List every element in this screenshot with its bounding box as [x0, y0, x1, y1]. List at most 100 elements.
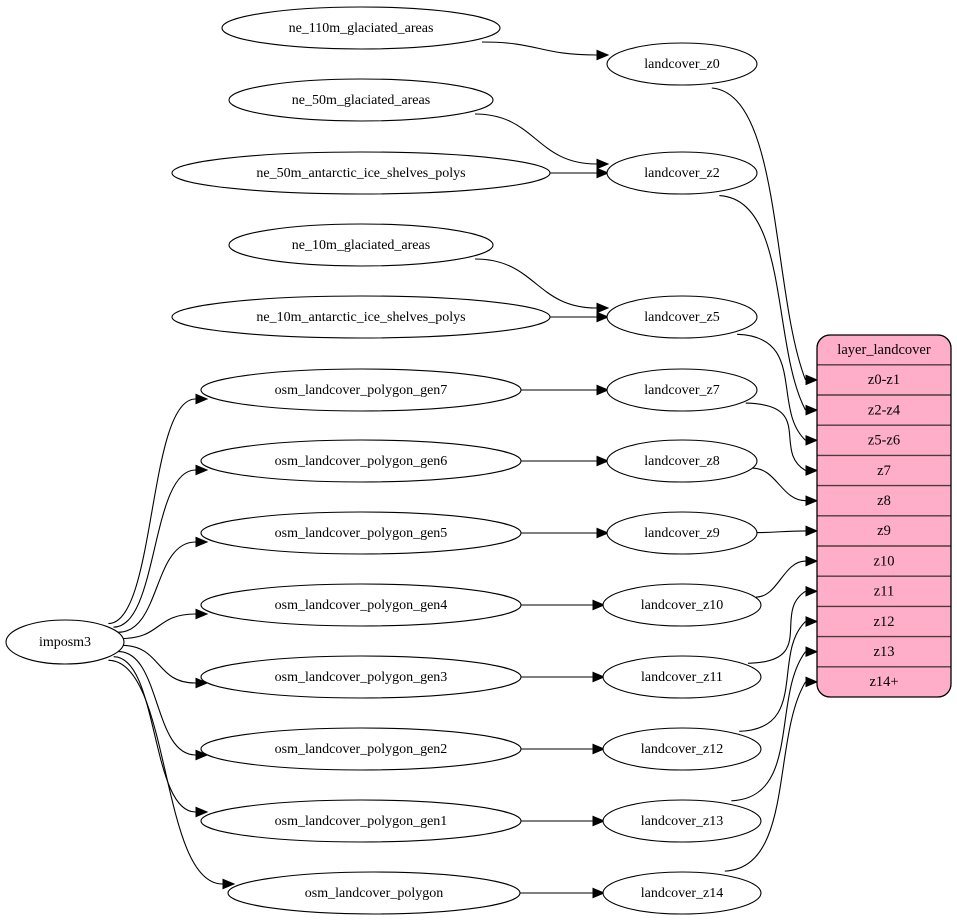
edge-arrowhead	[592, 743, 606, 755]
edge-imposm3-to-osm_landcover_polygon_gen7	[108, 398, 196, 625]
input-node-ellipse[interactable]	[228, 78, 494, 122]
edge-imposm3-to-osm_landcover_polygon_gen6	[113, 469, 196, 628]
node-label: landcover_z11	[641, 670, 723, 685]
input-node-ellipse[interactable]	[227, 871, 521, 915]
input-node-ellipse[interactable]	[200, 655, 522, 699]
table-row-label: z5-z6	[868, 433, 900, 449]
node-ne_10m_antarctic_ice_shelves_polys[interactable]: ne_10m_antarctic_ice_shelves_polys	[171, 295, 551, 339]
node-landcover_z0[interactable]: landcover_z0	[606, 42, 758, 86]
edge-arrowhead	[805, 465, 819, 476]
edge-arrowhead	[592, 815, 606, 827]
node-ne_50m_antarctic_ice_shelves_polys[interactable]: ne_50m_antarctic_ice_shelves_polys	[171, 151, 551, 195]
edge-arrowhead	[596, 302, 610, 314]
edge-arrowhead	[596, 49, 610, 61]
input-node-ellipse[interactable]	[228, 223, 494, 267]
edge-arrowhead	[805, 585, 819, 597]
node-osm_landcover_polygon_gen1[interactable]: osm_landcover_polygon_gen1	[200, 799, 522, 843]
layer-node-ellipse[interactable]	[602, 583, 762, 627]
node-landcover_z10[interactable]: landcover_z10	[602, 583, 762, 627]
table-row-label: z14+	[869, 674, 898, 690]
edge-landcover_z9-to-table-row-5	[755, 530, 806, 534]
node-label: osm_landcover_polygon_gen3	[275, 670, 448, 685]
table-row-label: z12	[874, 614, 895, 630]
node-layer_landcover[interactable]: layer_landcoverz0-z1z2-z4z5-z6z7z8z9z10z…	[816, 334, 952, 698]
node-landcover_z2[interactable]: landcover_z2	[606, 151, 758, 195]
nodes-layer: imposm3 ne_110m_glaciated_areas ne_50m_gla…	[5, 6, 762, 915]
node-landcover_z13[interactable]: landcover_z13	[602, 799, 762, 843]
input-node-ellipse[interactable]	[221, 6, 501, 50]
node-osm_landcover_polygon_gen6[interactable]: osm_landcover_polygon_gen6	[200, 439, 522, 483]
edge-arrowhead	[222, 878, 236, 890]
node-landcover_z14[interactable]: landcover_z14	[602, 871, 762, 915]
table-row-label: z10	[874, 553, 895, 569]
input-node-ellipse[interactable]	[200, 439, 522, 483]
layer-node-ellipse[interactable]	[602, 727, 762, 771]
node-osm_landcover_polygon_gen2[interactable]: osm_landcover_polygon_gen2	[200, 727, 522, 771]
edge-arrowhead	[805, 434, 819, 446]
node-label: ne_50m_glaciated_areas	[292, 93, 430, 108]
layer-node-ellipse[interactable]	[606, 151, 758, 195]
edge-arrowhead	[596, 527, 610, 539]
node-landcover_z12[interactable]: landcover_z12	[602, 727, 762, 771]
layer-node-ellipse[interactable]	[602, 655, 762, 699]
table-row-label: z8	[877, 493, 891, 509]
edge-arrowhead	[596, 167, 610, 179]
input-node-ellipse[interactable]	[200, 511, 522, 555]
edge-arrowhead	[592, 887, 606, 899]
input-node-ellipse[interactable]	[200, 727, 522, 771]
edge-arrowhead	[592, 599, 606, 611]
node-landcover_z7[interactable]: landcover_z7	[606, 368, 758, 412]
edge-arrowhead	[805, 676, 819, 688]
node-landcover_z11[interactable]: landcover_z11	[602, 655, 762, 699]
edge-imposm3-to-osm_landcover_polygon_gen4	[121, 613, 196, 640]
input-node-ellipse[interactable]	[171, 151, 551, 195]
layer-node-ellipse[interactable]	[606, 42, 758, 86]
node-ne_10m_glaciated_areas[interactable]: ne_10m_glaciated_areas	[228, 223, 494, 267]
edge-imposm3-to-osm_landcover_polygon_gen2	[118, 651, 196, 756]
edge-arrowhead	[592, 671, 606, 683]
node-label: osm_landcover_polygon_gen4	[275, 598, 448, 613]
node-osm_landcover_polygon_gen3[interactable]: osm_landcover_polygon_gen3	[200, 655, 522, 699]
layer-node-ellipse[interactable]	[606, 368, 758, 412]
node-ne_50m_glaciated_areas[interactable]: ne_50m_glaciated_areas	[228, 78, 494, 122]
input-node-ellipse[interactable]	[200, 799, 522, 843]
edge-arrowhead	[805, 616, 819, 627]
node-landcover_z5[interactable]: landcover_z5	[606, 295, 758, 339]
node-landcover_z8[interactable]: landcover_z8	[606, 439, 758, 483]
node-imposm3[interactable]: imposm3	[5, 619, 125, 665]
layer-node-ellipse[interactable]	[602, 799, 762, 843]
input-node-ellipse[interactable]	[171, 295, 551, 339]
edge-landcover_z8-to-table-row-4	[752, 467, 806, 502]
node-label: ne_10m_glaciated_areas	[292, 238, 430, 253]
node-label: osm_landcover_polygon_gen7	[275, 383, 448, 398]
node-osm_landcover_polygon_gen5[interactable]: osm_landcover_polygon_gen5	[200, 511, 522, 555]
edge-arrowhead	[805, 525, 819, 537]
node-ne_110m_glaciated_areas[interactable]: ne_110m_glaciated_areas	[221, 6, 501, 50]
node-osm_landcover_polygon_gen4[interactable]: osm_landcover_polygon_gen4	[200, 583, 522, 627]
node-landcover_z9[interactable]: landcover_z9	[606, 511, 758, 555]
edge-arrowhead	[195, 749, 209, 761]
layer-node-ellipse[interactable]	[606, 295, 758, 339]
layer-node-ellipse[interactable]	[602, 871, 762, 915]
table-row-label: z2-z4	[868, 402, 901, 418]
node-label: landcover_z5	[644, 310, 719, 325]
table-row-label: z13	[874, 644, 895, 660]
node-label: imposm3	[39, 635, 91, 650]
edge-imposm3-to-osm_landcover_polygon_gen1	[113, 656, 196, 813]
node-label: landcover_z8	[644, 454, 719, 469]
node-label: ne_10m_antarctic_ice_shelves_polys	[256, 310, 465, 325]
layer-node-ellipse[interactable]	[606, 439, 758, 483]
edge-imposm3-to-osm_landcover_polygon_gen3	[121, 644, 196, 684]
node-label: osm_landcover_polygon_gen6	[275, 454, 448, 469]
source-root-ellipse[interactable]	[5, 619, 125, 665]
edge-arrowhead	[805, 495, 819, 507]
layer-node-ellipse[interactable]	[606, 511, 758, 555]
node-osm_landcover_polygon[interactable]: osm_landcover_polygon	[227, 871, 521, 915]
edge-landcover_z0-to-table-row-0	[711, 87, 807, 381]
table-row-label: z0-z1	[868, 372, 900, 388]
node-osm_landcover_polygon_gen7[interactable]: osm_landcover_polygon_gen7	[200, 368, 522, 412]
input-node-ellipse[interactable]	[200, 368, 522, 412]
edge-arrowhead	[195, 464, 209, 476]
input-node-ellipse[interactable]	[200, 583, 522, 627]
